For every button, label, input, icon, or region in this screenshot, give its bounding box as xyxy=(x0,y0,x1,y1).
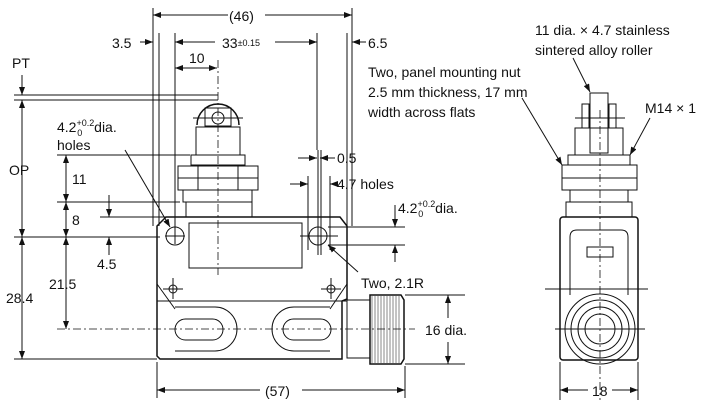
knob xyxy=(369,294,405,365)
dim-21-5: 21.5 xyxy=(49,276,76,292)
label-roller-2: sintered alloy roller xyxy=(535,42,653,58)
label-nut-2: 2.5 mm thickness, 17 mm xyxy=(368,84,528,100)
side-nuts xyxy=(561,164,638,191)
dim-holes-4-7: 4.7 holes xyxy=(337,176,394,192)
dim-hole-pitch: 33±0.15 xyxy=(222,35,260,51)
dim-11: 11 xyxy=(72,171,87,187)
dim-4-5: 4.5 xyxy=(97,256,117,272)
dim-0-5: 0.5 xyxy=(337,150,357,166)
dim-knob-dia: 16 dia. xyxy=(425,322,467,338)
switch-body xyxy=(156,216,348,360)
dim-roller-offset: 10 xyxy=(189,50,205,66)
label-radius: Two, 2.1R xyxy=(361,275,424,291)
front-view xyxy=(57,60,415,365)
side-view xyxy=(545,92,648,400)
label-pt: PT xyxy=(12,55,30,71)
label-thread: M14 × 1 xyxy=(645,100,696,116)
dim-overall-length: (57) xyxy=(265,383,290,399)
dim-28-4: 28.4 xyxy=(6,290,33,306)
dim-side-width: 18 xyxy=(592,383,608,399)
label-nut-1: Two, panel mounting nut xyxy=(368,64,521,80)
roller-side xyxy=(589,92,609,154)
dim-overall-width: (46) xyxy=(229,8,254,24)
dim-right-offset: 6.5 xyxy=(368,35,388,51)
label-roller-1: 11 dia. × 4.7 stainless xyxy=(535,22,670,38)
dim-left-offset: 3.5 xyxy=(112,35,132,51)
panel-nuts xyxy=(177,165,259,191)
label-nut-3: width across flats xyxy=(367,104,475,120)
label-left-holes-line2: holes xyxy=(57,137,90,153)
slot-left xyxy=(174,318,224,341)
roller xyxy=(196,103,240,126)
dim-8: 8 xyxy=(72,212,80,228)
label-op: OP xyxy=(9,162,29,178)
dimension-lines xyxy=(14,8,651,398)
slot-right xyxy=(282,318,332,341)
